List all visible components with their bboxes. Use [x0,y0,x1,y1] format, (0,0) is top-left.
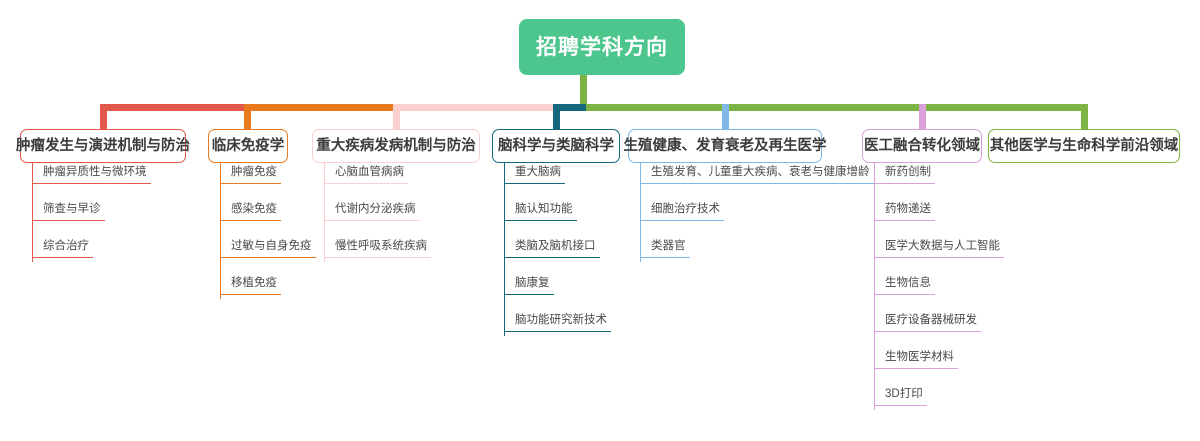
root-node[interactable]: 招聘学科方向 [519,19,685,75]
branch-node-label: 肿瘤发生与演进机制与防治 [16,137,190,154]
leaf-item-label: 医学大数据与人工智能 [874,240,1004,258]
branch-drop-connector [722,104,729,129]
leaf-item-label: 医疗设备器械研发 [874,314,981,332]
trunk-segment [556,104,586,111]
leaf-item[interactable]: 新药创制 [874,156,935,184]
branch-node-6[interactable]: 医工融合转化领域 [862,129,982,163]
branch-spine-connector [640,163,642,262]
leaf-item-label: 过敏与自身免疫 [220,240,316,258]
branch-node-label: 其他医学与生命科学前沿领域 [989,137,1179,154]
leaf-item-label: 筛查与早诊 [32,203,105,221]
leaf-item[interactable]: 脑功能研究新技术 [504,304,611,332]
branch-node-1[interactable]: 肿瘤发生与演进机制与防治 [16,129,190,163]
leaf-item[interactable]: 医疗设备器械研发 [874,304,981,332]
branch-node-2[interactable]: 临床免疫学 [208,129,288,163]
leaf-item-label: 生物信息 [874,277,935,295]
leaf-item[interactable]: 脑认知功能 [504,193,577,221]
branch-drop-connector [553,104,560,129]
trunk-segment [396,104,556,111]
branch-node-5[interactable]: 生殖健康、发育衰老及再生医学 [624,129,827,163]
leaf-item-label: 肿瘤免疫 [220,166,281,184]
trunk-segment [247,104,396,111]
leaf-item[interactable]: 肿瘤异质性与微环境 [32,156,151,184]
branch-drop-connector [919,104,926,129]
leaf-item-label: 肿瘤异质性与微环境 [32,166,151,184]
leaf-item[interactable]: 感染免疫 [220,193,281,221]
leaf-item-label: 感染免疫 [220,203,281,221]
leaf-item-label: 细胞治疗技术 [640,203,724,221]
branch-node-label: 医工融合转化领域 [864,137,980,154]
branch-spine-connector [32,163,34,262]
leaf-item[interactable]: 综合治疗 [32,230,93,258]
leaf-item[interactable]: 代谢内分泌疾病 [324,193,420,221]
trunk-segment [103,104,247,111]
leaf-item[interactable]: 重大脑病 [504,156,565,184]
leaf-item-label: 药物递送 [874,203,935,221]
leaf-item-label: 重大脑病 [504,166,565,184]
branch-drop-connector [244,104,251,129]
leaf-item[interactable]: 3D打印 [874,378,927,406]
leaf-item-label: 类器官 [640,240,690,258]
leaf-item[interactable]: 类脑及脑机接口 [504,230,600,258]
leaf-item[interactable]: 脑康复 [504,267,554,295]
leaf-item[interactable]: 慢性呼吸系统疾病 [324,230,431,258]
leaf-item-label: 代谢内分泌疾病 [324,203,420,221]
branch-node-label: 临床免疫学 [211,137,285,154]
leaf-item[interactable]: 生物信息 [874,267,935,295]
leaf-item-label: 生物医学材料 [874,351,958,369]
branch-drop-connector [1081,104,1088,129]
leaf-item-label: 新药创制 [874,166,935,184]
branch-node-label: 脑科学与类脑科学 [498,137,614,154]
leaf-item[interactable]: 过敏与自身免疫 [220,230,316,258]
branch-drop-connector [100,104,107,129]
leaf-item[interactable]: 筛查与早诊 [32,193,105,221]
branch-node-label: 重大疾病发病机制与防治 [316,137,476,154]
leaf-item[interactable]: 肿瘤免疫 [220,156,281,184]
leaf-item[interactable]: 细胞治疗技术 [640,193,724,221]
leaf-item-label: 综合治疗 [32,240,93,258]
branch-node-3[interactable]: 重大疾病发病机制与防治 [312,129,480,163]
branch-spine-connector [220,163,222,299]
branch-node-7[interactable]: 其他医学与生命科学前沿领域 [988,129,1180,163]
leaf-item-label: 生殖发育、儿童重大疾病、衰老与健康增龄 [640,166,874,184]
branch-node-label: 生殖健康、发育衰老及再生医学 [623,137,827,154]
root-node-label: 招聘学科方向 [536,35,668,59]
leaf-item-label: 心脑血管病病 [324,166,408,184]
leaf-item[interactable]: 生殖发育、儿童重大疾病、衰老与健康增龄 [640,156,874,184]
leaf-item[interactable]: 移植免疫 [220,267,281,295]
leaf-item[interactable]: 医学大数据与人工智能 [874,230,1004,258]
branch-spine-connector [504,163,506,336]
leaf-item-label: 移植免疫 [220,277,281,295]
branch-node-4[interactable]: 脑科学与类脑科学 [492,129,620,163]
leaf-item[interactable]: 类器官 [640,230,690,258]
leaf-item-label: 3D打印 [874,388,927,406]
branch-spine-connector [874,163,876,410]
trunk-segment [583,104,1084,111]
leaf-item-label: 脑认知功能 [504,203,577,221]
root-stem-connector [580,75,587,111]
leaf-item-label: 慢性呼吸系统疾病 [324,240,431,258]
leaf-item[interactable]: 药物递送 [874,193,935,221]
branch-spine-connector [324,163,326,262]
leaf-item-label: 脑康复 [504,277,554,295]
leaf-item-label: 脑功能研究新技术 [504,314,611,332]
branch-drop-connector [393,104,400,129]
leaf-item[interactable]: 生物医学材料 [874,341,958,369]
leaf-item-label: 类脑及脑机接口 [504,240,600,258]
leaf-item[interactable]: 心脑血管病病 [324,156,408,184]
